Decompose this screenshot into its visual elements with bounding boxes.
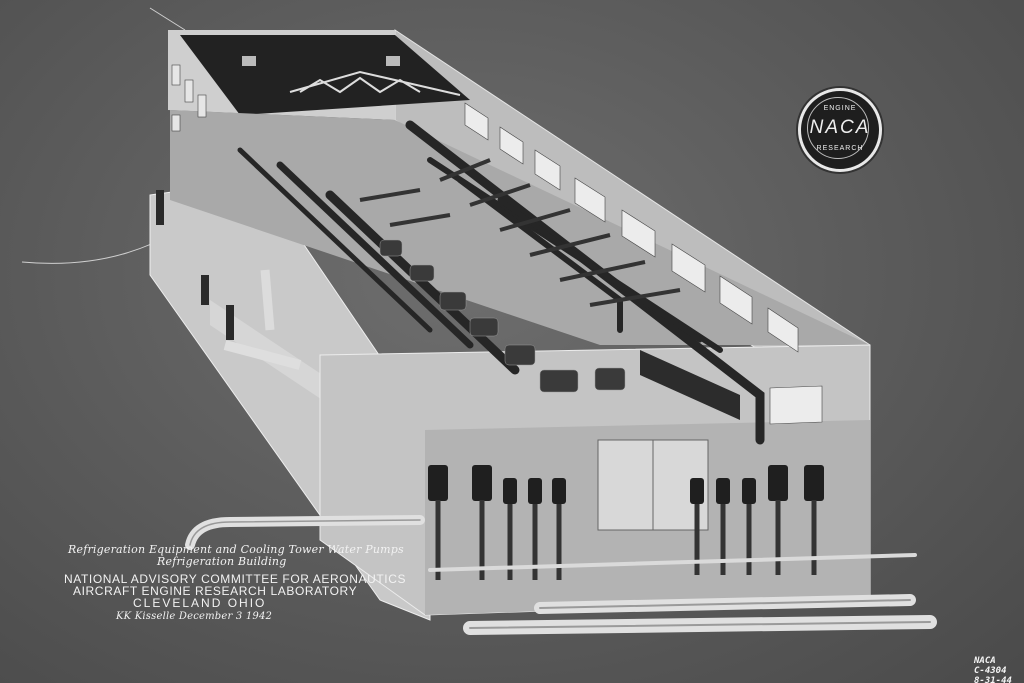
roof [180, 35, 470, 115]
caption-city: CLEVELAND OHIO [133, 596, 267, 610]
caption-subtitle: Refrigeration Building [157, 555, 287, 568]
serial-number-block: NACA C-4304 8-31-44 [974, 656, 1012, 683]
outdoor-pipes [156, 190, 302, 370]
main-pipe-runs [237, 120, 765, 445]
roof-vent [242, 56, 256, 66]
compressor-units [379, 239, 626, 393]
logo-naca-text: NACA [809, 117, 871, 138]
serial-line: 8-31-44 [974, 676, 1012, 683]
roof-truss [289, 70, 461, 96]
naca-engine-research-logo: ENGINE NACA RESEARCH [798, 88, 882, 172]
branch-pipes [359, 158, 681, 307]
caption-organization: NATIONAL ADVISORY COMMITTEE FOR AERONAUT… [64, 572, 407, 586]
cooling-water-pumps [428, 465, 824, 504]
roof-vent [386, 56, 400, 66]
guide-line [149, 7, 186, 31]
header-pipes [185, 515, 937, 635]
clerestory-windows [464, 102, 823, 425]
serial-line: C-4304 [974, 666, 1007, 676]
caption-laboratory: AIRCRAFT ENGINE RESEARCH LABORATORY [73, 584, 358, 598]
left-windows [171, 64, 207, 132]
logo-bottom-text: RESEARCH [816, 145, 864, 152]
serial-line: NACA [974, 656, 996, 666]
caption-title: Refrigeration Equipment and Cooling Towe… [68, 543, 404, 556]
caption-credit: KK Kisselle December 3 1942 [116, 611, 273, 622]
logo-top-text: ENGINE [823, 105, 857, 112]
control-panel [640, 350, 740, 420]
